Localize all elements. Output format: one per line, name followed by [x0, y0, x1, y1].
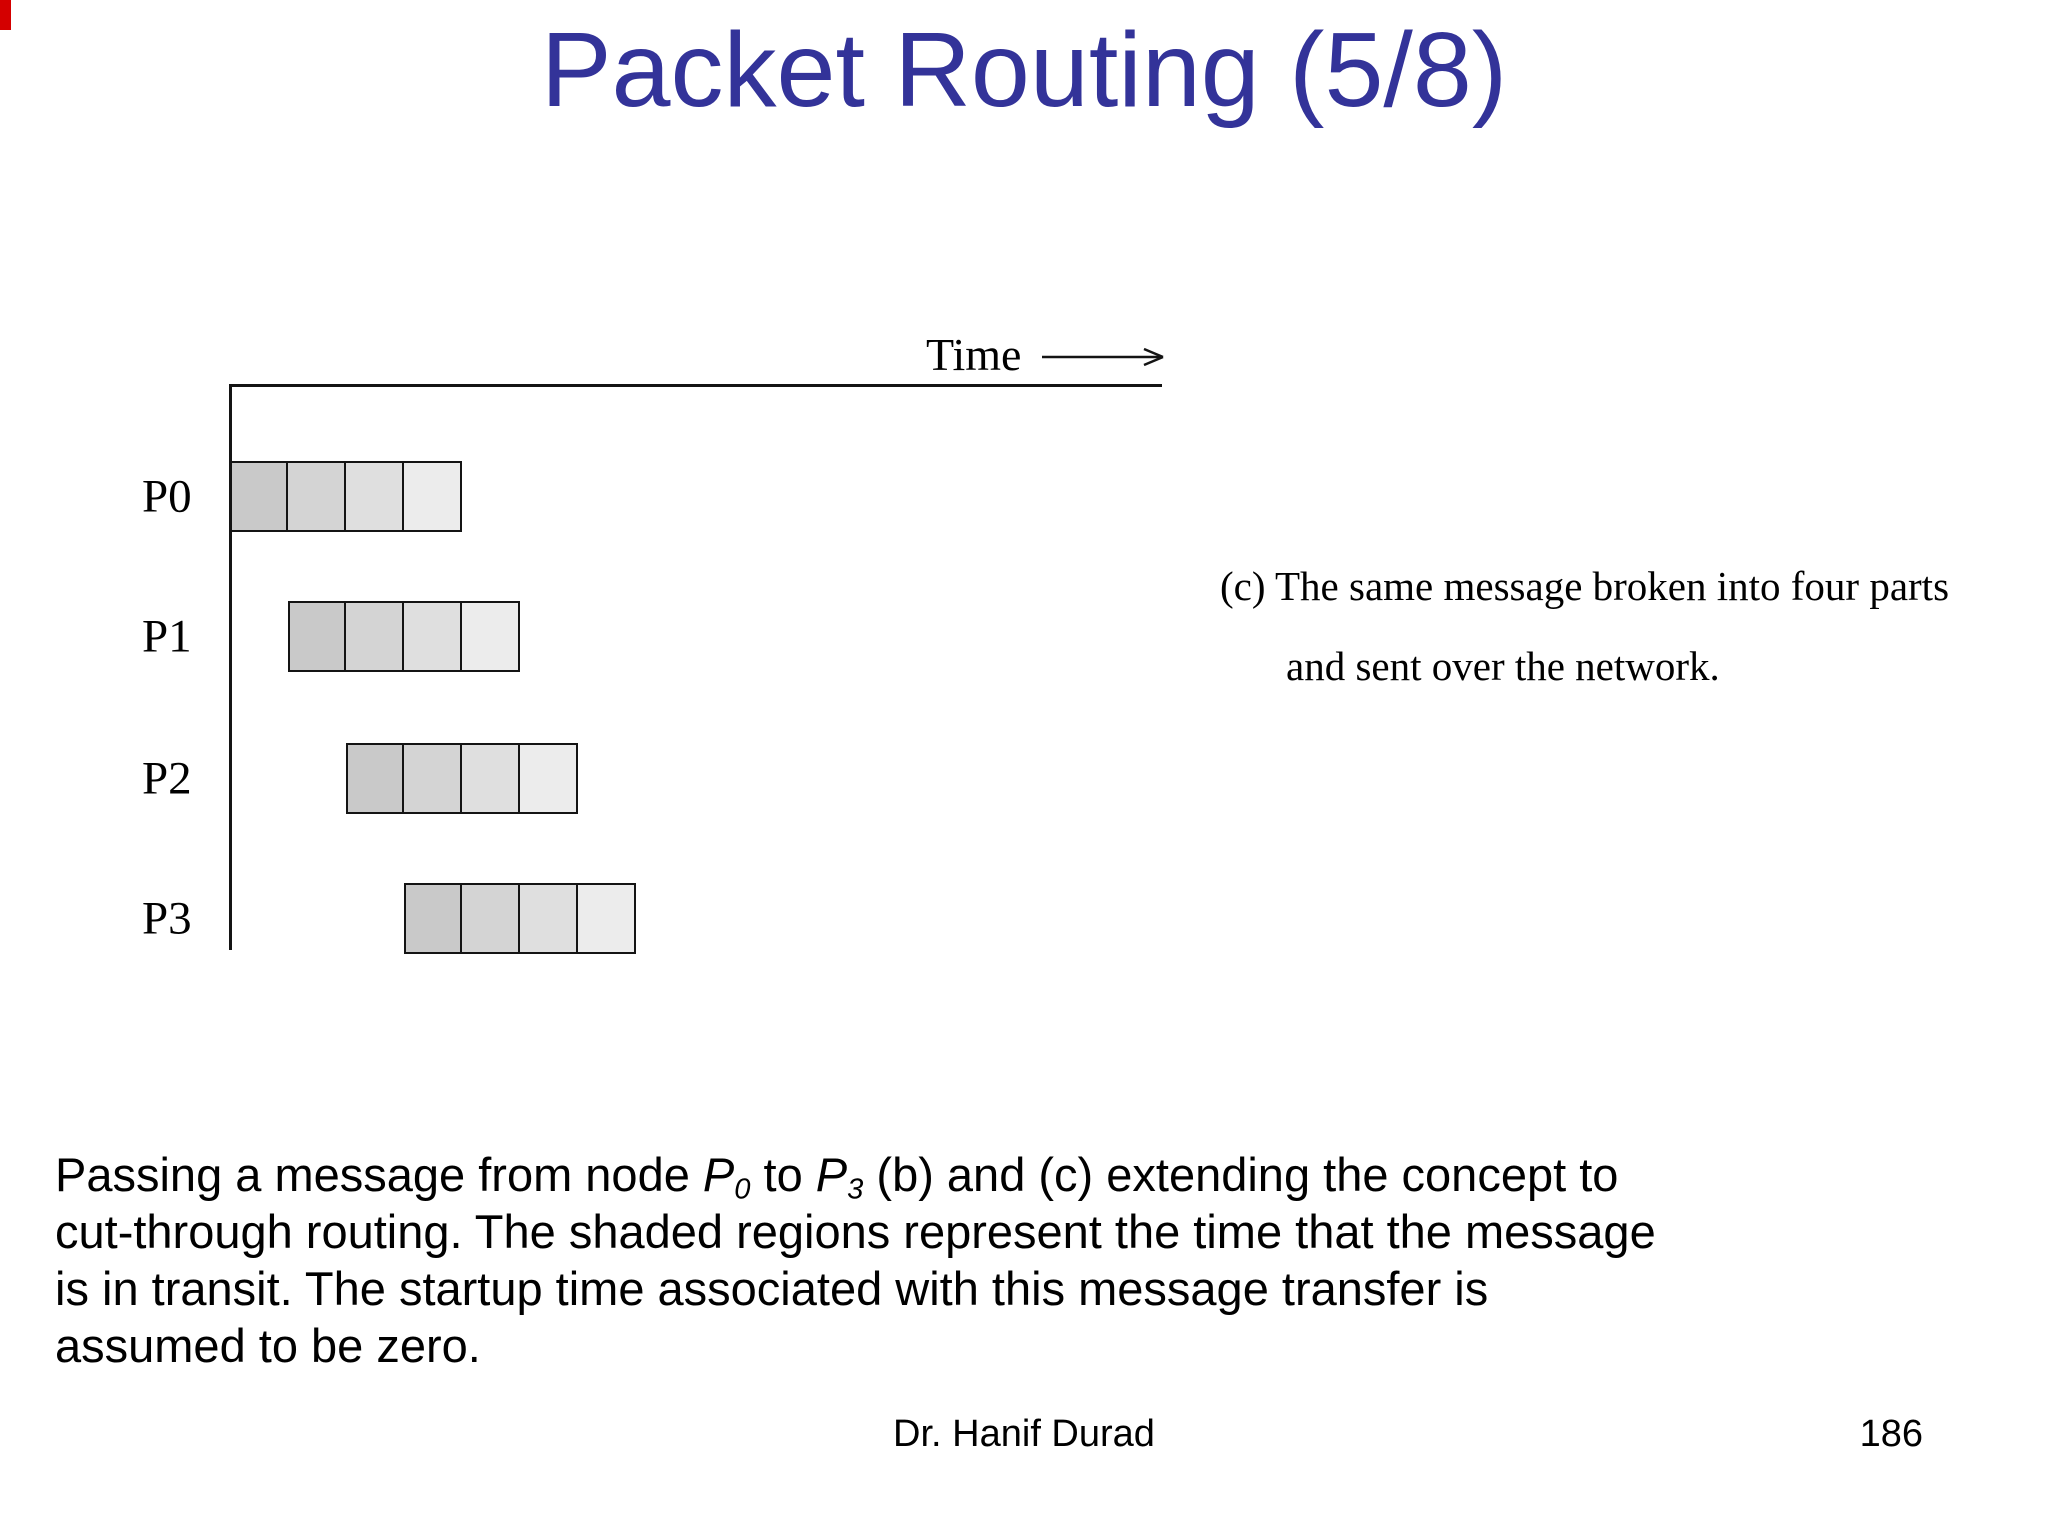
body-line1-post: (b) and (c) extending the concept to — [863, 1148, 1619, 1201]
left-edge-scan-artifact — [0, 0, 11, 30]
slide-body-text: Passing a message from node P0 to P3 (b)… — [55, 1146, 2040, 1374]
footer-page-number: 186 — [1859, 1413, 1923, 1455]
packet-cell — [404, 883, 462, 954]
packet-cell — [520, 743, 578, 814]
process-label-p0: P0 — [142, 470, 192, 522]
process-label-p1: P1 — [142, 610, 192, 662]
packet-cell — [346, 461, 404, 532]
figure-caption-line2: and sent over the network. — [1286, 643, 1720, 689]
packet-cell — [288, 601, 346, 672]
figure-caption: (c) The same message broken into four pa… — [1220, 546, 1949, 706]
time-arrow-icon — [1042, 347, 1164, 367]
packet-cell — [404, 743, 462, 814]
figure-caption-line1: (c) The same message broken into four pa… — [1220, 563, 1950, 609]
packet-cell — [462, 601, 520, 672]
body-line-1: Passing a message from node P0 to P3 (b)… — [55, 1146, 2040, 1206]
body-line1-mid: to — [750, 1148, 816, 1201]
packet-cell — [230, 461, 288, 532]
time-axis-line — [230, 384, 1162, 387]
packet-cell — [404, 601, 462, 672]
message-bar-p1 — [288, 601, 520, 672]
body-line-3: is in transit. The startup time associat… — [55, 1262, 1489, 1315]
packet-cell — [520, 883, 578, 954]
message-bar-p3 — [404, 883, 636, 954]
packet-cell — [346, 601, 404, 672]
node-p0-symbol: P0 — [702, 1148, 751, 1206]
body-line1-pre: Passing a message from node — [55, 1148, 703, 1201]
footer-author: Dr. Hanif Durad — [893, 1413, 1155, 1455]
packet-cell — [404, 461, 462, 532]
process-label-p2: P2 — [142, 752, 192, 804]
body-line-4: assumed to be zero. — [55, 1319, 481, 1372]
time-axis-label: Time — [926, 329, 1022, 380]
process-label-p3: P3 — [142, 892, 192, 944]
packet-cell — [462, 743, 520, 814]
packet-cell — [578, 883, 636, 954]
message-bar-p2 — [346, 743, 578, 814]
slide-title: Packet Routing (5/8) — [540, 11, 1508, 129]
process-axis-line — [229, 384, 232, 950]
node-p3-symbol: P3 — [815, 1148, 864, 1206]
packet-cell — [346, 743, 404, 814]
packet-cell — [288, 461, 346, 532]
message-bar-p0 — [230, 461, 462, 532]
body-line-2: cut-through routing. The shaded regions … — [55, 1205, 1656, 1258]
packet-cell — [462, 883, 520, 954]
